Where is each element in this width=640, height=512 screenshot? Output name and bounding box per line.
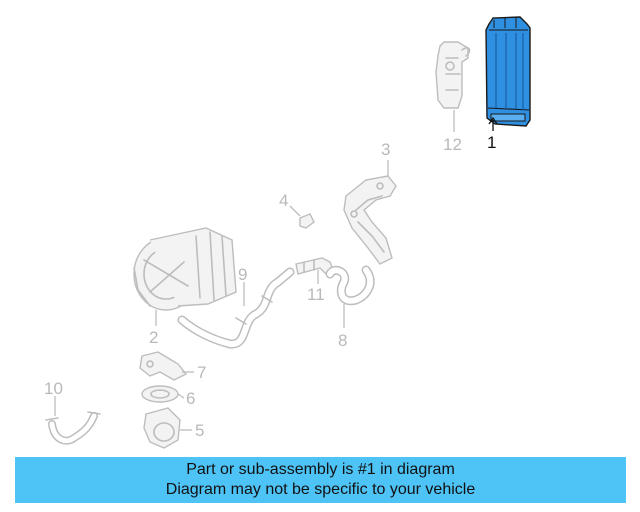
callout-12[interactable]: 12: [443, 135, 462, 154]
part-4-clip[interactable]: [299, 213, 315, 229]
callout-2[interactable]: 2: [149, 328, 158, 347]
part-9-hose[interactable]: [177, 267, 295, 349]
part-12-valve[interactable]: [435, 41, 471, 109]
leader-1-arrow: [488, 116, 498, 125]
part-6-gasket[interactable]: [141, 385, 179, 403]
banner-line-2: Diagram may not be specific to your vehi…: [165, 481, 476, 498]
callout-1[interactable]: 1: [487, 133, 496, 152]
callout-5[interactable]: 5: [195, 421, 204, 440]
callout-10[interactable]: 10: [44, 379, 63, 398]
callout-6[interactable]: 6: [186, 389, 195, 408]
part-10-pipe[interactable]: [45, 411, 101, 445]
leader-4: [289, 205, 301, 217]
part-3-bracket[interactable]: [343, 175, 397, 265]
part-2-air-pump[interactable]: [133, 227, 237, 311]
leader-6: [177, 393, 185, 399]
part-5-check-valve[interactable]: [143, 407, 181, 449]
callout-9[interactable]: 9: [238, 265, 247, 284]
part-8-hose[interactable]: [325, 265, 375, 306]
callout-8[interactable]: 8: [338, 331, 347, 350]
callout-3[interactable]: 3: [381, 140, 390, 159]
part-1-canister[interactable]: [485, 16, 531, 127]
callout-4[interactable]: 4: [279, 191, 288, 210]
part-7-bracket[interactable]: [139, 351, 188, 381]
callout-7[interactable]: 7: [197, 363, 206, 382]
callout-11[interactable]: 11: [307, 285, 325, 304]
info-banner: Part or sub-assembly is #1 in diagram Di…: [15, 457, 626, 503]
banner-line-1: Part or sub-assembly is #1 in diagram: [186, 461, 455, 478]
